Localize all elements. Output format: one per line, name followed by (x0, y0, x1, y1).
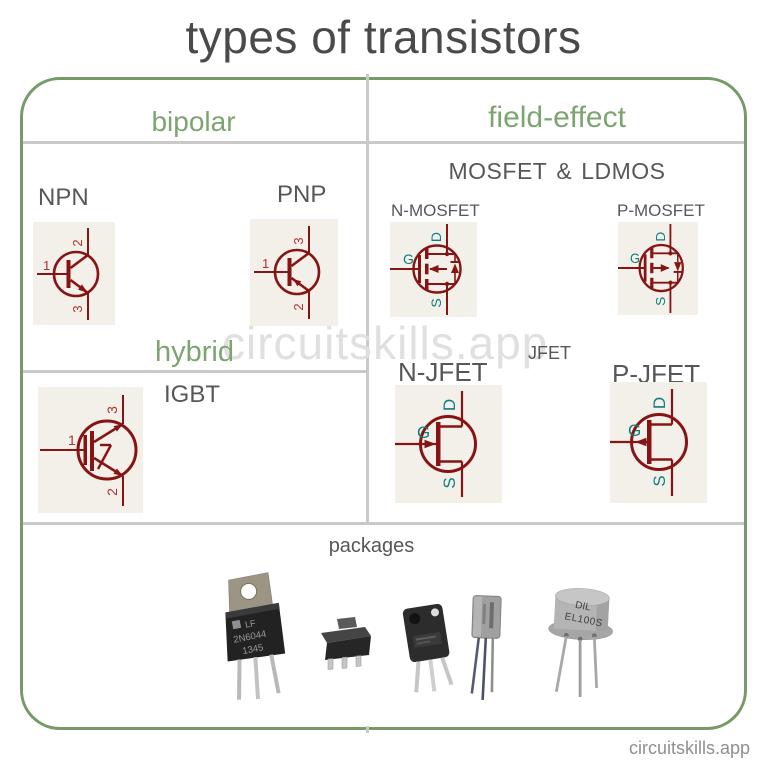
to220-marking-3: 1345 (242, 642, 265, 657)
p-jfet-symbol-drawing: G D S (610, 389, 688, 496)
package-photo-sot223 (316, 612, 374, 679)
footer-brand: circuitskills.app (628, 738, 750, 758)
header-mosfet-ldmos: MOSFET&LDMOS (367, 158, 747, 185)
p-jfet-pin-d: D (650, 397, 669, 409)
p-mosfet-pin-d: D (653, 232, 668, 242)
n-jfet-symbol: G D S (395, 385, 502, 503)
pnp-symbol: 1 3 2 (250, 219, 338, 326)
package-photo-to247 (400, 600, 455, 700)
label-npn: NPN (38, 184, 89, 211)
p-jfet-pin-s: S (650, 475, 669, 486)
to220-marking-1: LF (244, 618, 257, 630)
npn-symbol: 1 2 3 (33, 222, 115, 325)
p-jfet-pin-g: G (628, 421, 641, 440)
n-mosfet-symbol-drawing: G D S (390, 224, 462, 315)
n-mosfet-pin-g: G (403, 251, 414, 267)
header-field-effect: field-effect (488, 101, 626, 134)
p-mosfet-pin-s: S (653, 297, 668, 306)
p-mosfet-pin-g: G (630, 251, 640, 266)
pnp-symbol-drawing: 1 3 2 (254, 226, 321, 319)
header-mosfet: MOSFET (448, 158, 548, 184)
n-mosfet-symbol: G D S (390, 222, 477, 317)
package-photo-to220: LF 2N6044 1345 (220, 570, 290, 707)
pnp-pin-2: 2 (291, 303, 306, 310)
n-mosfet-pin-d: D (428, 232, 444, 242)
igbt-symbol-drawing: 1 3 2 (40, 395, 138, 506)
divider-bottom-tick (366, 726, 369, 733)
label-igbt: IGBT (164, 381, 221, 408)
n-mosfet-pin-s: S (428, 298, 444, 307)
npn-pin-2: 2 (70, 239, 85, 246)
npn-pin-3: 3 (70, 305, 85, 312)
header-packages: packages (328, 535, 415, 557)
label-n-mosfet: N-MOSFET (391, 201, 480, 220)
npn-symbol-drawing: 1 2 3 (37, 228, 100, 320)
divider-hybrid-row (23, 370, 366, 373)
pnp-pin-1: 1 (262, 256, 269, 271)
pnp-pin-3: 3 (291, 237, 306, 244)
header-hybrid: hybrid (155, 336, 234, 368)
divider-header-row (23, 141, 744, 144)
n-jfet-pin-d: D (440, 399, 459, 411)
header-bipolar: bipolar (151, 106, 236, 137)
label-p-mosfet: P-MOSFET (617, 201, 705, 220)
label-n-jfet: N-JFET (398, 357, 488, 387)
n-jfet-pin-g: G (417, 423, 430, 442)
igbt-pin-3: 3 (104, 406, 120, 414)
header-ldmos: LDMOS (581, 158, 666, 184)
label-pnp: PNP (277, 181, 327, 208)
package-photo-to92 (465, 592, 510, 712)
p-mosfet-symbol: G D S (618, 222, 698, 315)
npn-pin-1: 1 (43, 258, 50, 273)
p-jfet-symbol: G D S (610, 382, 707, 503)
page-title: types of transistors (185, 11, 582, 63)
main-panel-border (20, 77, 747, 730)
igbt-pin-1: 1 (68, 432, 76, 448)
n-jfet-pin-s: S (440, 477, 459, 488)
can-marking-1: DIL (574, 600, 592, 614)
package-photo-metal-can: DIL EL100S (540, 583, 622, 708)
divider-vertical (366, 74, 369, 523)
header-jfet: JFET (528, 343, 571, 363)
divider-packages-row (23, 522, 744, 525)
n-jfet-symbol-drawing: G D S (395, 391, 477, 497)
igbt-symbol: 1 3 2 (38, 387, 143, 513)
p-mosfet-symbol-drawing: G D S (618, 223, 684, 314)
header-ampersand: & (556, 158, 573, 184)
igbt-pin-2: 2 (104, 488, 120, 496)
